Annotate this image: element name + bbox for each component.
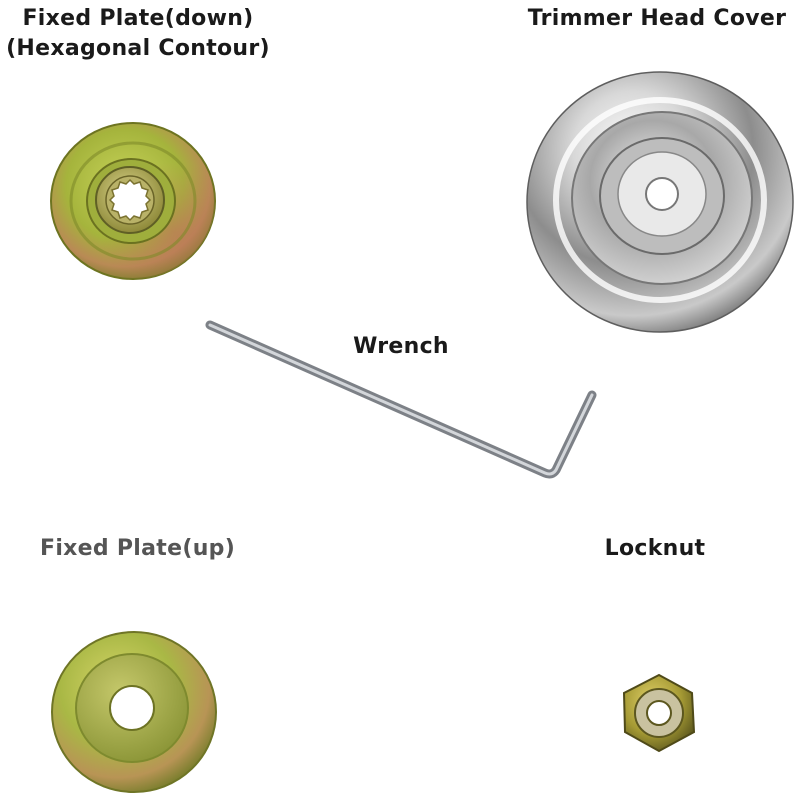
- fixed-plate-up-label: Fixed Plate(up): [40, 536, 236, 561]
- fixed-plate-down-label-line2: (Hexagonal Contour): [6, 36, 270, 61]
- fixed-plate-down-label: Fixed Plate(down) (Hexagonal Contour): [4, 4, 272, 64]
- fixed-plate-up-image: [51, 631, 217, 793]
- wrench-image: [205, 320, 597, 479]
- locknut-image: [622, 673, 696, 753]
- locknut-label: Locknut: [604, 536, 706, 561]
- fixed-plate-down-image: [50, 122, 216, 280]
- trimmer-head-cover-image: [526, 71, 794, 333]
- trimmer-head-cover-label: Trimmer Head Cover: [527, 6, 787, 31]
- fixed-plate-down-label-line1: Fixed Plate(down): [22, 6, 254, 31]
- wrench-label: Wrench: [353, 334, 449, 359]
